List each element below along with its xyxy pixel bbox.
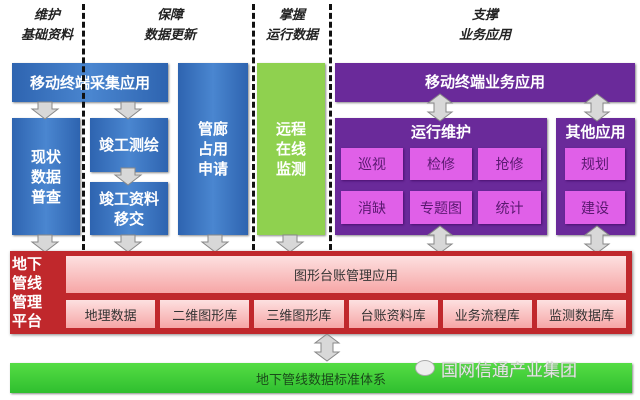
survey-box: 现状 数据 普查 <box>12 118 80 235</box>
divider <box>329 4 332 250</box>
database-row: 地理数据 二维图形库 三维图形库 台账资料库 业务流程库 监测数据库 <box>66 300 627 328</box>
remote-monitor-box: 远程 在线 监测 <box>257 63 325 235</box>
data-standard-system: 地下管线数据标准体系 <box>10 363 632 393</box>
arrow-down-icon <box>31 101 59 120</box>
header-line: 维护 <box>33 8 60 23</box>
double-arrow-icon <box>314 333 340 362</box>
arrow-down-icon <box>114 167 142 186</box>
ledger-app: 图形台账管理应用 <box>66 256 626 293</box>
ops-item: 专题图 <box>410 191 472 224</box>
double-arrow-icon <box>427 225 453 254</box>
other-item: 建设 <box>565 191 625 224</box>
header-line: 掌握 <box>278 8 305 23</box>
header-line: 保障 <box>156 8 183 23</box>
gallery-apply-box: 管廊 占用 申请 <box>178 63 248 235</box>
ops-item: 抢修 <box>478 148 541 180</box>
header-line: 支撑 <box>471 8 498 23</box>
divider <box>252 4 255 250</box>
header-line: 业务应用 <box>458 28 511 43</box>
database-cell: 监测数据库 <box>536 300 627 328</box>
database-cell: 地理数据 <box>66 300 156 328</box>
arrow-down-icon <box>276 234 304 253</box>
header-support: 支撑业务应用 <box>335 6 635 46</box>
platform-label: 地下 管线 管理 平台 <box>12 255 43 330</box>
header-guarantee: 保障数据更新 <box>90 6 250 46</box>
database-cell: 二维图形库 <box>160 300 250 328</box>
arrow-down-icon <box>114 234 142 253</box>
other-item: 规划 <box>565 148 625 180</box>
header-grasp: 掌握运行数据 <box>256 6 328 46</box>
double-arrow-icon <box>427 93 453 122</box>
ops-title: 运行维护 <box>410 123 471 141</box>
double-arrow-icon <box>584 93 610 122</box>
header-maintain: 维护基础资料 <box>10 6 84 46</box>
other-title: 其他应用 <box>565 123 626 141</box>
double-arrow-icon <box>584 225 610 254</box>
database-cell: 三维图形库 <box>254 300 344 328</box>
ops-item: 消缺 <box>341 191 403 224</box>
header-line: 基础资料 <box>20 28 73 43</box>
database-cell: 台账资料库 <box>348 300 438 328</box>
watermark: 国网信通产业集团 <box>415 356 577 381</box>
ops-item: 巡视 <box>341 148 403 180</box>
ops-item: 检修 <box>410 148 472 180</box>
completion-transfer-box: 竣工资料 移交 <box>90 182 168 235</box>
mobile-business-app: 移动终端业务应用 <box>335 63 635 102</box>
watermark-text: 国网信通产业集团 <box>441 360 577 381</box>
header-line: 数据更新 <box>143 28 196 43</box>
database-cell: 业务流程库 <box>442 300 532 328</box>
arrow-down-icon <box>31 234 59 253</box>
divider <box>82 4 85 250</box>
ops-item: 统计 <box>478 191 541 224</box>
header-line: 运行数据 <box>265 28 318 43</box>
arrow-down-icon <box>114 101 142 120</box>
wechat-icon <box>415 360 435 376</box>
mobile-collect-app: 移动终端采集应用 <box>12 63 168 102</box>
completion-survey-box: 竣工测绘 <box>90 118 168 172</box>
arrow-down-icon <box>201 234 229 253</box>
